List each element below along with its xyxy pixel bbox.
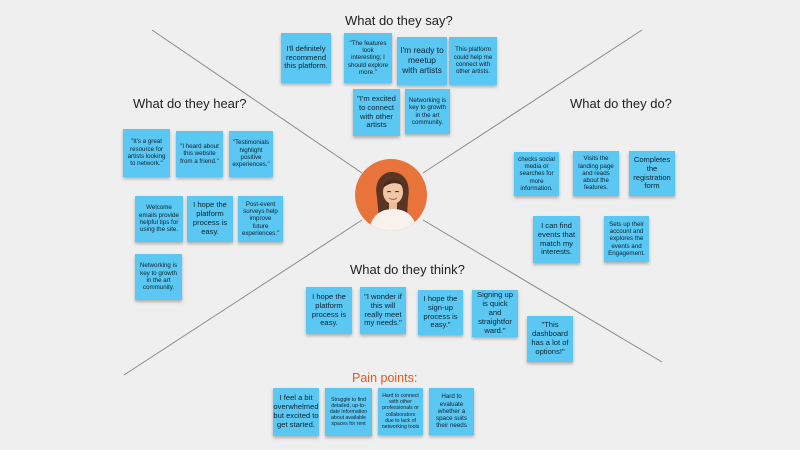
sticky-note-do-4[interactable]: I can find events that match my interest… <box>533 216 580 263</box>
heading-think: What do they think? <box>350 262 465 277</box>
divider-line-bottom-left <box>123 219 363 376</box>
heading-pain-points: Pain points: <box>352 371 418 385</box>
divider-line-top-right <box>422 29 643 174</box>
sticky-note-do-3[interactable]: Completes the registration form <box>629 151 675 196</box>
sticky-note-pain-2[interactable]: Struggle to find detailed, up-to-date in… <box>325 388 372 436</box>
sticky-note-pain-3[interactable]: Hard to connect with other professionals… <box>378 388 423 435</box>
sticky-note-say-2[interactable]: "The features look interesting; I should… <box>344 33 392 83</box>
sticky-note-think-3[interactable]: I hope the sign-up process is easy." <box>418 290 463 335</box>
sticky-note-think-5[interactable]: "This dashboard has a lot of options!" <box>527 316 573 362</box>
sticky-note-say-6[interactable]: Networking is key to growth in the art c… <box>405 89 450 134</box>
person-avatar-icon <box>369 171 417 231</box>
sticky-note-hear-6[interactable]: Post-event surveys help improve future e… <box>238 196 283 242</box>
divider-line-bottom-right <box>422 219 663 363</box>
sticky-note-say-1[interactable]: I'll definitely recommend this platform. <box>281 33 331 83</box>
sticky-note-do-5[interactable]: Sets up their account and explores the e… <box>604 216 649 262</box>
user-avatar <box>355 159 427 231</box>
heading-do: What do they do? <box>570 96 672 111</box>
sticky-note-think-2[interactable]: "I wonder if this will really meet my ne… <box>360 287 406 334</box>
sticky-note-say-4[interactable]: This platform could help me connect with… <box>449 37 497 85</box>
divider-line-top-left <box>151 29 363 174</box>
sticky-note-say-3[interactable]: I'm ready to meetup with artists <box>397 37 447 85</box>
sticky-note-hear-4[interactable]: Welcome emails provide helpful tips for … <box>135 196 183 242</box>
sticky-note-do-2[interactable]: Visits the landing page and reads about … <box>573 151 619 196</box>
sticky-note-hear-7[interactable]: Networking is key to growth in the art c… <box>135 254 182 300</box>
heading-hear: What do they hear? <box>133 96 247 111</box>
sticky-note-pain-4[interactable]: Hard to evaluate whether a space suits t… <box>429 388 474 435</box>
sticky-note-do-1[interactable]: checks social media or searches for more… <box>514 152 559 196</box>
sticky-note-hear-1[interactable]: "It's a great resource for artists looki… <box>123 129 170 177</box>
sticky-note-hear-2[interactable]: "I heard about this website from a frien… <box>176 131 223 177</box>
sticky-note-think-4[interactable]: Signing up is quick and straightfor ward… <box>472 290 518 337</box>
sticky-note-hear-3[interactable]: "Testimonials highlight positive experie… <box>229 131 273 177</box>
sticky-note-hear-5[interactable]: I hope the platform process is easy. <box>187 196 233 242</box>
sticky-note-pain-1[interactable]: I feel a bit overwhelmed but excited to … <box>273 388 319 436</box>
sticky-note-think-1[interactable]: I hope the platform process is easy. <box>306 287 352 334</box>
sticky-note-say-5[interactable]: "I'm excited to connect with other artis… <box>353 89 400 136</box>
heading-say: What do they say? <box>345 13 453 28</box>
